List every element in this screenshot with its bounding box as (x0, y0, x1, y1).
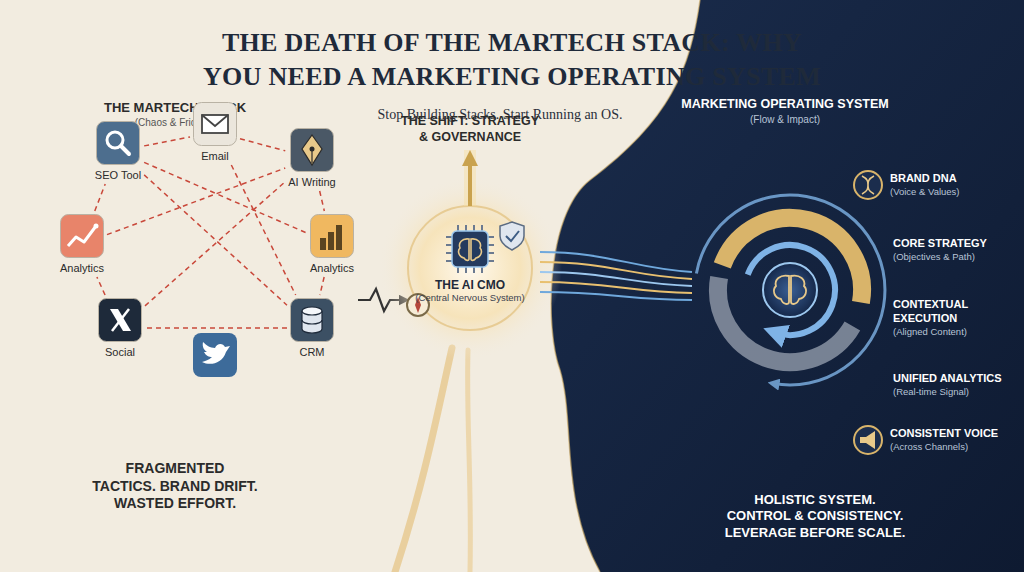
tool-glyph (202, 115, 228, 133)
system-part: CORE STRATEGY(Objectives & Path) (893, 237, 987, 263)
system-part: BRAND DNA(Voice & Values) (890, 172, 960, 198)
bird-icon (193, 333, 237, 377)
diagram-title: THE DEATH OF THE MARTECH STACK: WHY YOU … (60, 26, 964, 94)
shield-icon (500, 222, 524, 250)
tool-icon (96, 121, 140, 165)
tangled-link (145, 182, 285, 306)
tool-node: CRM (290, 298, 334, 358)
brain-core (763, 263, 817, 317)
tool-icon (290, 298, 334, 342)
tangled-link (95, 184, 105, 211)
tool-icon (290, 128, 334, 172)
flow-lines (540, 252, 692, 300)
node-label: Analytics (60, 262, 104, 274)
tangled-link (320, 191, 325, 211)
node-label: SEO Tool (95, 169, 141, 181)
tool-icon (310, 214, 354, 258)
node-label: Analytics (310, 262, 354, 274)
node-note: (Objectives & Path) (893, 251, 987, 263)
node-label: BRAND DNA (890, 172, 960, 185)
tool-node: Email (193, 102, 237, 162)
tangled-link (144, 137, 190, 146)
summary-note: HOLISTIC SYSTEM. CONTROL & CONSISTENCY. … (695, 492, 935, 541)
os-rings (696, 195, 885, 385)
tangled-link (97, 277, 105, 295)
node-note: (Real-time Signal) (893, 386, 1002, 398)
chip-icon (446, 225, 494, 273)
tool-icon (98, 298, 142, 342)
tangled-link (231, 165, 295, 295)
node-label: CONSISTENT VOICE (890, 427, 998, 440)
node-label: THE AI CMO (435, 278, 505, 292)
tangled-link (144, 162, 307, 233)
tool-glyph (110, 309, 131, 331)
node-label: AI Writing (288, 176, 335, 188)
node-note: (Voice & Values) (890, 186, 960, 198)
node-label: CRM (299, 346, 324, 358)
tangled-link (240, 139, 285, 151)
tangled-link (144, 175, 287, 305)
tool-glyph (302, 307, 322, 333)
tool-icon (60, 214, 104, 258)
node-label: Email (201, 150, 229, 162)
gold-swoosh (395, 348, 452, 572)
tool-node: Analytics (60, 214, 104, 274)
hub-node: THE AI CMO(Central Nervous System) (415, 222, 524, 303)
tool-glyph (68, 224, 99, 247)
chip-icon (443, 222, 497, 276)
section-heading: THE MARTECH STACK (65, 100, 285, 116)
tool-glyph (107, 132, 129, 154)
section-subheading: (Flow & Impact) (655, 114, 915, 127)
node-label: UNIFIED ANALYTICS (893, 372, 1002, 385)
beam (464, 150, 476, 206)
shift-heading: THE SHIFT: STRATEGY & GOVERNANCE (375, 114, 565, 145)
system-part: CONTEXTUAL EXECUTION (Aligned Content) (893, 298, 1015, 337)
tool-glyph (320, 225, 342, 250)
up-arrow (468, 158, 472, 206)
node-label: CONTEXTUAL EXECUTION (893, 298, 1015, 324)
tool-node: Social (98, 298, 142, 358)
cmo-ring (408, 206, 532, 330)
section-heading: MARKETING OPERATING SYSTEM (655, 97, 915, 113)
tool-icon (193, 102, 237, 146)
tool-node: Analytics (310, 214, 354, 274)
node-label: Social (105, 346, 135, 358)
node-note: (Aligned Content) (893, 326, 1015, 338)
dna-icon (854, 171, 882, 199)
tool-node: AI Writing (288, 128, 335, 188)
tool-node: SEO Tool (95, 121, 141, 181)
tangled-link (145, 327, 287, 329)
tangled-link (320, 277, 324, 295)
node-note: (Central Nervous System) (415, 292, 524, 303)
gold-swoosh (468, 350, 471, 572)
megaphone-icon (854, 426, 882, 454)
node-label: CORE STRATEGY (893, 237, 987, 250)
node-note: (Across Channels) (890, 441, 998, 453)
tool-glyph (302, 135, 322, 165)
system-part: UNIFIED ANALYTICS(Real-time Signal) (893, 372, 1002, 398)
system-part: CONSISTENT VOICE(Across Channels) (890, 427, 998, 453)
summary-note: FRAGMENTED TACTICS. BRAND DRIFT. WASTED … (70, 460, 280, 513)
